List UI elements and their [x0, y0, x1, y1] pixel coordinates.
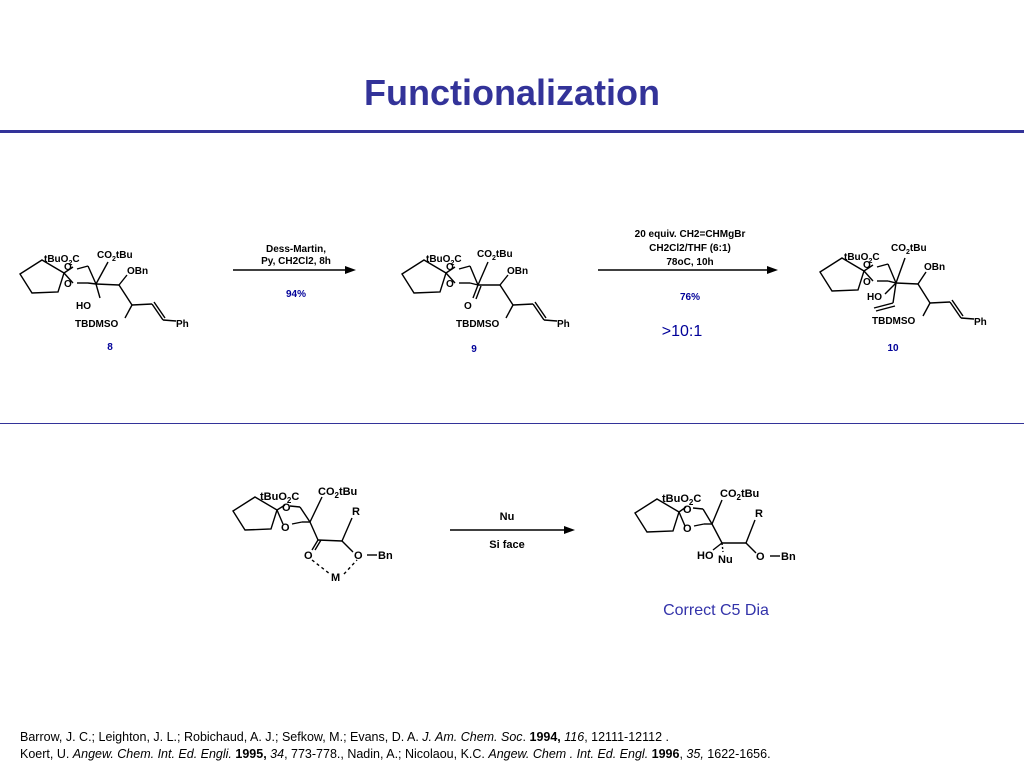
compound-9-obn-label: OBn [507, 266, 528, 277]
product-co2tbu-label: CO2tBu [720, 488, 759, 502]
compound-10-ring-o1: O [863, 260, 871, 271]
compound-8-obn-label: OBn [127, 266, 148, 277]
section-divider [0, 423, 1024, 424]
page-title: Functionalization [364, 72, 660, 113]
product-ether-o: O [756, 551, 765, 563]
compound-10-ho-label: HO [867, 292, 882, 303]
reaction-arrow-1-head [345, 266, 356, 274]
compound-9-carbonyl-o: O [464, 301, 472, 312]
reference-1-journal: J. Am. Chem. Soc [422, 730, 523, 744]
reference-2-journal-2: Angew. Chem . Int. Ed. Engl. [488, 747, 649, 761]
product-ho-label: HO [697, 550, 714, 562]
compound-10-number: 10 [887, 343, 899, 354]
chelate-tbuo2c-label: tBuO2C [260, 491, 299, 505]
chelate-ether-o: O [354, 550, 363, 562]
arrow-1-reagent-line1: Dess-Martin, [266, 244, 326, 255]
arrow-2-reagent-line2: CH2Cl2/THF (6:1) [649, 243, 731, 254]
reaction-arrow-3-head [564, 526, 575, 534]
chelate-bn-label: Bn [378, 550, 393, 562]
reference-2-year-2: 1996 [651, 747, 680, 761]
stereochem-note: Correct C5 Dia [663, 602, 769, 619]
chelate-metal-label: M [331, 572, 340, 584]
compound-10-co2tbu-label: CO2tBu [891, 243, 927, 256]
product-model-structure [634, 498, 780, 557]
compound-9-co2tbu-label: CO2tBu [477, 249, 513, 262]
reference-2-pages: 1622-1656. [703, 747, 771, 761]
reference-2-middle: , 773-778., Nadin, A.; Nicolaou, K.C. [284, 747, 489, 761]
compound-8-ring-o1: O [64, 262, 72, 273]
compound-10-obn-label: OBn [924, 262, 945, 273]
chelate-ring-o1: O [282, 502, 291, 514]
compound-9-ph-label: Ph [557, 319, 570, 330]
product-ring-o1: O [683, 504, 692, 516]
chelate-r-label: R [352, 506, 360, 518]
reference-1: Barrow, J. C.; Leighton, J. L.; Robichau… [20, 730, 669, 744]
reference-1-pages: , 12111-12112 . [584, 730, 669, 744]
reference-1-year: 1994, [529, 730, 561, 744]
references: Barrow, J. C.; Leighton, J. L.; Robichau… [20, 729, 771, 763]
reaction-arrow-2-head [767, 266, 778, 274]
reference-1-authors: Barrow, J. C.; Leighton, J. L.; Robichau… [20, 730, 423, 744]
compound-10-ph-label: Ph [974, 317, 987, 328]
product-tbuo2c-label: tBuO2C [662, 493, 701, 507]
chelate-co2tbu-label: CO2tBu [318, 486, 357, 500]
reference-2-author: Koert, U. [20, 747, 73, 761]
compound-10-tbdmso-label: TBDMSO [872, 316, 916, 327]
arrow-3-nucleophile: Nu [500, 511, 515, 523]
arrow-2-reagent-line1: 20 equiv. CH2=CHMgBr [635, 229, 746, 240]
reference-2: Koert, U. Angew. Chem. Int. Ed. Engli. 1… [20, 747, 771, 761]
arrow-2-diastereoselectivity: >10:1 [662, 323, 703, 340]
compound-9-number: 9 [471, 344, 477, 355]
reference-2-journal-1: Angew. Chem. Int. Ed. Engli. [72, 747, 232, 761]
reference-2-volume-2: 35, [686, 747, 704, 761]
compound-9-tbdmso-label: TBDMSO [456, 319, 500, 330]
title-divider [0, 130, 1024, 133]
product-r-label: R [755, 508, 763, 520]
compound-9-ring-o2: O [446, 279, 454, 290]
chelate-ring-o2: O [281, 522, 290, 534]
compound-10-ring-o2: O [863, 277, 871, 288]
compound-8-structure [19, 259, 177, 322]
compound-9-ring-o1: O [446, 262, 454, 273]
arrow-2-yield: 76% [680, 292, 700, 303]
reference-1-volume: 116 [564, 730, 585, 744]
arrow-1-yield: 94% [286, 289, 306, 300]
compound-9-structure [401, 259, 558, 322]
compound-8-co2tbu-label: CO2tBu [97, 250, 133, 263]
compound-8-ring-o2: O [64, 279, 72, 290]
compound-8-ho-label: HO [76, 301, 91, 312]
compound-10-structure [819, 257, 975, 320]
chelate-carbonyl-o: O [304, 550, 313, 562]
arrow-3-face: Si face [489, 539, 524, 551]
reference-2-volume-1: 34 [270, 747, 285, 761]
compound-8-ph-label: Ph [176, 319, 189, 330]
chelate-model-structure [232, 496, 377, 575]
compound-8-tbdmso-label: TBDMSO [75, 319, 119, 330]
product-nu-label: Nu [718, 554, 733, 566]
product-bn-label: Bn [781, 551, 796, 563]
arrow-2-reagent-line3: 78oC, 10h [666, 257, 713, 268]
compound-8-number: 8 [107, 342, 113, 353]
reference-2-year-1: 1995, [235, 747, 267, 761]
product-ring-o2: O [683, 523, 692, 535]
arrow-1-reagent-line2: Py, CH2Cl2, 8h [261, 256, 331, 267]
